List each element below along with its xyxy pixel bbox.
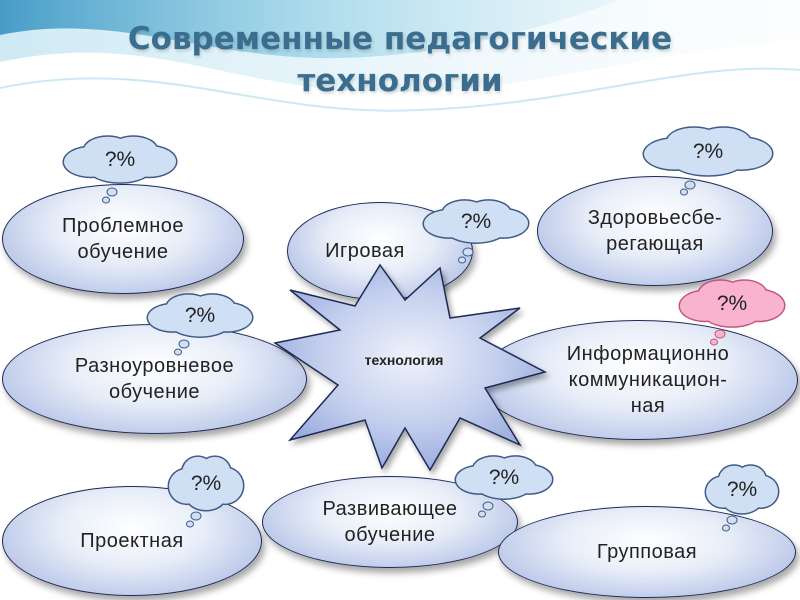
badge-percent: ?%: [190, 472, 222, 495]
center-label: технология: [364, 352, 444, 368]
node-multilevel-label: Разноуровневое обучение: [74, 355, 235, 403]
node-health-label: Здоровьесбе- регающая: [587, 207, 723, 255]
node-multilevel: Разноуровневое обучение: [2, 324, 307, 434]
node-group-label: Групповая: [596, 541, 698, 563]
thought-cloud-icon: [642, 126, 774, 196]
badge-percent: ?%: [488, 466, 520, 489]
thought-cloud-icon: [62, 135, 178, 204]
thought-cloud-icon: [704, 464, 780, 532]
badge-percent: ?%: [716, 292, 748, 315]
thought-cloud-icon: [146, 293, 254, 356]
node-project-label: Проектная: [80, 530, 184, 552]
thought-cloud-icon: [454, 455, 554, 518]
node-game-label: Игровая: [325, 240, 405, 262]
thought-cloud-icon: [167, 455, 245, 528]
node-problem-label: Проблемное обучение: [61, 215, 184, 263]
badge-percent: ?%: [460, 210, 492, 233]
thought-cloud-icon: [678, 279, 786, 346]
node-group: Групповая: [498, 506, 796, 598]
thought-cloud-icon: [422, 199, 530, 264]
page-title: Современные педагогические технологии: [0, 18, 800, 102]
badge-percent: ?%: [184, 304, 216, 327]
node-developing-label: Развивающее обучение: [322, 498, 458, 546]
title-line-1: Современные педагогические: [127, 21, 673, 57]
node-ict-label: Информационно коммуникацион- ная: [566, 343, 730, 417]
star-burst-icon: [273, 263, 548, 472]
node-problem: Проблемное обучение: [2, 184, 244, 294]
badge-percent: ?%: [104, 148, 136, 171]
badge-percent: ?%: [726, 478, 758, 501]
title-line-2: технологии: [297, 63, 503, 99]
badge-percent: ?%: [692, 140, 724, 163]
node-ict: Информационно коммуникацион- ная: [478, 320, 798, 440]
node-health: Здоровьесбе- регающая: [537, 176, 773, 286]
